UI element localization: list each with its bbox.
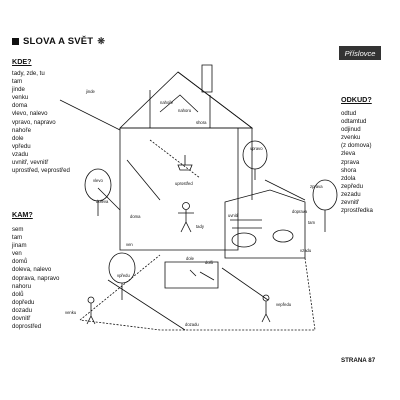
- kam-item: dovnitř: [12, 315, 31, 323]
- label-nahore: nahoře: [160, 100, 174, 105]
- odkud-item: zdola: [341, 174, 356, 182]
- page-title: SLOVA A SVĚT ❊: [12, 36, 105, 47]
- section-badge: Příslovce: [339, 46, 381, 60]
- page-footer: STRANA 87: [341, 357, 376, 364]
- kam-item: ven: [12, 250, 22, 258]
- roof-ridge: [177, 71, 253, 129]
- kam-item: dolů: [12, 290, 24, 298]
- kam-item: doprostřed: [12, 323, 42, 331]
- attic-window: [159, 94, 199, 113]
- guide-lines: [59, 99, 306, 331]
- kde-item: uvnitř, vevnitř: [12, 159, 49, 167]
- kam-item: domů: [12, 258, 28, 266]
- label-jinde: jinde: [85, 89, 96, 94]
- tree-left: [84, 168, 112, 202]
- kde-item: tam: [12, 78, 23, 86]
- kam-heading: KAM?: [12, 210, 33, 219]
- odkud-item: odtamtud: [341, 118, 367, 126]
- odkud-item: zprava: [341, 158, 360, 166]
- kde-item: vzadu: [12, 150, 29, 158]
- odkud-heading: ODKUD?: [341, 95, 372, 104]
- odkud-item: zevnitř: [341, 199, 359, 207]
- kam-item: doleva, nalevo: [12, 266, 52, 274]
- odkud-item: zezadu: [341, 190, 361, 198]
- label-vlevo: vlevo: [93, 178, 103, 183]
- odkud-item: odjinud: [341, 126, 361, 134]
- person-right-icon: [262, 294, 270, 302]
- attic-lines: [149, 90, 211, 128]
- label-vpravo: vpravo: [250, 146, 263, 151]
- odkud-item: shora: [341, 166, 357, 174]
- roof: [119, 71, 254, 129]
- tree-bottom: [108, 252, 136, 284]
- kam-item: nahoru: [12, 282, 31, 290]
- kde-item: doma: [12, 102, 28, 110]
- kde-item: venku: [12, 94, 29, 102]
- label-doma: doma: [130, 214, 141, 219]
- label-dolu: dolů: [205, 260, 214, 265]
- label-vpredu: vpředu: [117, 273, 130, 278]
- kam-item: sem: [12, 226, 24, 233]
- kam-item: dozadu: [12, 306, 32, 314]
- garage-car-lines: [230, 219, 262, 229]
- kde-item: vpředu: [12, 142, 31, 150]
- label-shora: shora: [196, 120, 207, 125]
- label-vzadu: vzadu: [300, 248, 312, 253]
- odkud-item: (z domova): [341, 142, 372, 150]
- label-nahoru: nahoru: [178, 108, 192, 113]
- house-side-wall: [238, 127, 253, 200]
- kam-item: jinam: [12, 242, 27, 250]
- kde-item: uprostřed, veprostřed: [12, 167, 70, 175]
- ground-plane: [79, 254, 316, 331]
- person-center-icon: [182, 202, 190, 210]
- label-vepredu: vepředu: [276, 302, 292, 307]
- odkud-item: zvenku: [341, 134, 361, 142]
- cellar: [164, 261, 219, 289]
- odkud-item: zleva: [341, 150, 356, 158]
- person-center-body: [178, 210, 194, 233]
- label-dole: dole: [186, 256, 195, 261]
- odkud-item: zepředu: [341, 182, 364, 190]
- odkud-item: zprostředka: [341, 207, 373, 215]
- label-doleva: doleva: [96, 199, 109, 204]
- kde-item: vpravo, napravo: [12, 118, 56, 126]
- label-tam: tam: [308, 220, 315, 225]
- label-ven: ven: [126, 242, 133, 247]
- page-title-text: SLOVA A SVĚT: [23, 36, 94, 47]
- kde-heading: KDE?: [12, 57, 32, 66]
- house-front-wall: [119, 128, 239, 251]
- kam-item: doprava, napravo: [12, 274, 60, 282]
- kam-item: tam: [12, 234, 23, 242]
- stairs: [149, 139, 201, 179]
- kde-item: tady, zde, tu: [12, 70, 45, 77]
- car-icon: [272, 229, 294, 243]
- kam-item: dopředu: [12, 298, 35, 306]
- snowflake-icon: ❊: [97, 36, 106, 46]
- car-icon: [231, 232, 257, 248]
- title-square-icon: [12, 38, 19, 45]
- kde-item: nahoře: [12, 126, 31, 134]
- kde-item: vlevo, nalevo: [12, 110, 48, 118]
- person-left-body: [86, 303, 96, 325]
- lamp-icon: [177, 155, 193, 171]
- person-left-icon: [87, 296, 95, 304]
- label-doprava: doprava: [292, 209, 308, 214]
- label-uprostred: uprostřed: [175, 181, 193, 186]
- cellar-items: [189, 269, 215, 281]
- kde-item: dole: [12, 134, 24, 142]
- label-zprava: zprava: [310, 184, 323, 189]
- label-venku: venku: [65, 310, 77, 315]
- chimney: [201, 64, 213, 93]
- label-dozadu: dozadu: [185, 322, 199, 327]
- person-right-body: [261, 301, 271, 323]
- label-tady: tady: [196, 224, 205, 229]
- garage: [224, 189, 306, 259]
- label-uvnitr: uvnitř: [228, 213, 239, 218]
- odkud-item: odtud: [341, 110, 357, 117]
- kde-item: jinde: [12, 86, 25, 94]
